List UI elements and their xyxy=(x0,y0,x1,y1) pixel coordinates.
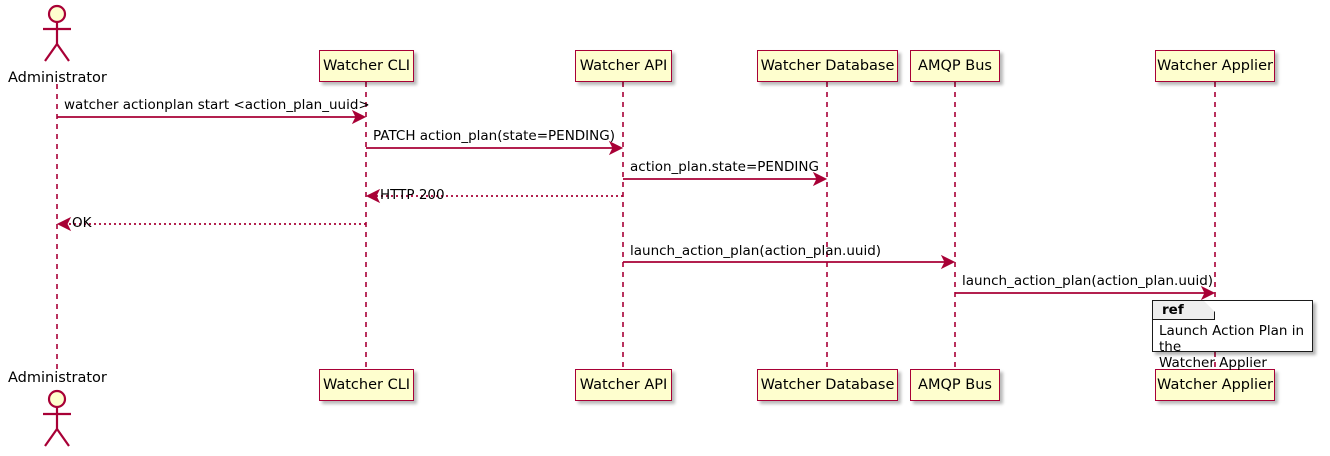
participant-box-watcher-cli-top[interactable]: Watcher CLI xyxy=(319,50,414,82)
message-label-6: launch_action_plan(action_plan.uuid) xyxy=(962,273,1214,289)
participant-box-watcher-api-top[interactable]: Watcher API xyxy=(575,50,672,82)
participant-label-watcher-database: Watcher Database xyxy=(760,376,895,393)
participant-label-watcher-database: Watcher Database xyxy=(760,57,895,74)
participant-label-watcher-applier: Watcher Applier xyxy=(1157,57,1273,74)
participant-box-watcher-api-bottom[interactable]: Watcher API xyxy=(575,369,672,401)
ref-fragment-tab: ref xyxy=(1153,301,1215,320)
message-label-1: PATCH action_plan(state=PENDING) xyxy=(373,128,615,144)
message-label-5: launch_action_plan(action_plan.uuid) xyxy=(630,243,882,259)
message-label-4: OK xyxy=(72,215,92,231)
participant-label-watcher-api: Watcher API xyxy=(579,57,668,74)
participant-box-amqp-bus-top[interactable]: AMQP Bus xyxy=(910,50,1000,82)
ref-fragment-tab-label: ref xyxy=(1162,302,1184,318)
message-label-3: HTTP 200 xyxy=(380,187,445,203)
message-label-0: watcher actionplan start <action_plan_uu… xyxy=(64,97,370,113)
participant-label-amqp-bus: AMQP Bus xyxy=(918,376,992,393)
participant-label-administrator-top: Administrator xyxy=(8,70,107,86)
participant-box-watcher-applier-bottom[interactable]: Watcher Applier xyxy=(1155,369,1275,401)
participant-box-watcher-applier-top[interactable]: Watcher Applier xyxy=(1155,50,1275,82)
message-label-2: action_plan.state=PENDING xyxy=(630,159,819,175)
ref-fragment[interactable]: ref Launch Action Plan in the Watcher Ap… xyxy=(1152,300,1313,371)
participant-label-watcher-cli: Watcher CLI xyxy=(322,376,411,393)
participant-box-watcher-database-top[interactable]: Watcher Database xyxy=(757,50,898,82)
participant-label-administrator-bottom: Administrator xyxy=(8,370,107,386)
participant-box-watcher-database-bottom[interactable]: Watcher Database xyxy=(757,369,898,401)
participant-box-watcher-cli-bottom[interactable]: Watcher CLI xyxy=(319,369,414,401)
participant-label-watcher-applier: Watcher Applier xyxy=(1157,376,1273,393)
participant-box-amqp-bus-bottom[interactable]: AMQP Bus xyxy=(910,369,1000,401)
participant-label-amqp-bus: AMQP Bus xyxy=(918,57,992,74)
participant-label-watcher-cli: Watcher CLI xyxy=(322,57,411,74)
participant-label-watcher-api: Watcher API xyxy=(579,376,668,393)
ref-fragment-body: Launch Action Plan in the Watcher Applie… xyxy=(1159,323,1305,371)
